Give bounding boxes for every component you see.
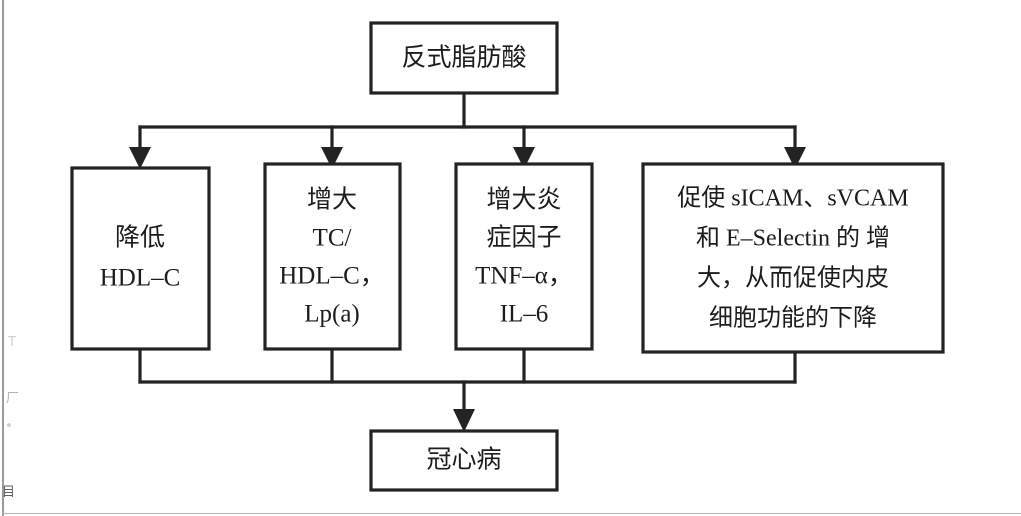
arrow-head-2 [321,147,343,169]
margin-artifact-1: T [8,335,16,350]
node-lower-hdl-c[interactable]: 降低 HDL–C [70,166,211,351]
node-promote-adhesion-molecules-line-1: 促使 sICAM、sVCAM [677,185,908,212]
node-coronary-heart-disease[interactable]: 冠心病 [369,429,559,492]
node-promote-adhesion-molecules-line-3: 大，从而促使内皮 [697,265,889,292]
node-increase-inflammatory-factors-line-3: TNF–α， [475,263,573,290]
margin-artifact-2: 厂 [6,391,20,406]
node-increase-tc-hdl-lpa-line-2: TC/ [313,225,352,252]
arrow-head-1 [129,147,151,169]
margin-artifact-3: • [5,419,13,434]
node-coronary-heart-disease-label: 冠心病 [426,446,501,474]
node-increase-inflammatory-factors-line-4: IL–6 [500,301,549,328]
node-increase-tc-hdl-lpa-line-1: 增大 [307,186,357,214]
node-trans-fatty-acids[interactable]: 反式脂肪酸 [369,21,559,95]
node-promote-adhesion-molecules-line-4: 细胞功能的下降 [709,305,877,332]
margin-artifact-4: 目 [2,485,16,500]
page-edge-left [2,0,4,516]
arrow-head-3 [513,147,535,169]
node-promote-adhesion-molecules[interactable]: 促使 sICAM、sVCAM 和 E–Selectin 的 增 大，从而促使内皮… [641,162,945,354]
node-lower-hdl-c-line-2: HDL–C [100,265,181,292]
arrow-head-4 [784,147,806,169]
node-increase-tc-hdl-lpa-line-4: Lp(a) [304,301,360,328]
page-edge-bottom [2,513,1021,514]
node-trans-fatty-acids-label: 反式脂肪酸 [401,44,526,72]
node-promote-adhesion-molecules-line-2: 和 E–Selectin 的 增 [696,225,890,252]
node-increase-inflammatory-factors-line-2: 症因子 [486,224,561,252]
node-increase-tc-hdl-lpa[interactable]: 增大 TC/ HDL–C， Lp(a) [263,162,402,351]
node-increase-inflammatory-factors[interactable]: 增大炎 症因子 TNF–α， IL–6 [454,162,594,351]
node-lower-hdl-c-line-1: 降低 [115,224,165,252]
node-increase-inflammatory-factors-line-1: 增大炎 [486,186,561,214]
arrow-head-outcome [453,409,475,432]
node-increase-tc-hdl-lpa-line-3: HDL–C， [279,263,385,290]
